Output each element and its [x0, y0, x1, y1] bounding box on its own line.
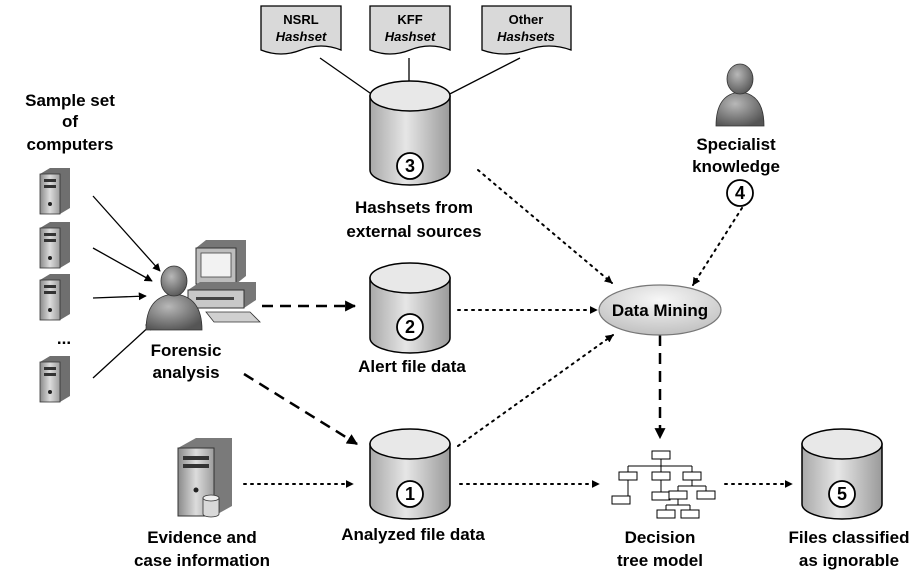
connectors [92, 57, 793, 488]
computer-tower-icon [39, 222, 70, 269]
workstation-icon [187, 240, 261, 323]
data-mining-label: Data Mining [612, 301, 708, 320]
hashset-doc-other: Other Hashsets [481, 5, 572, 55]
data-mining-node: Data Mining [598, 284, 722, 336]
arrow-other-to-db3 [437, 57, 521, 101]
kff-label: KFF [397, 12, 422, 27]
nsrl-label: NSRL [283, 12, 318, 27]
arrow-db3-to-datamining [477, 169, 613, 284]
db1-label: Analyzed file data [341, 525, 485, 544]
analyst-person-icon [145, 265, 203, 331]
db3-label-line1: Hashsets from [355, 198, 473, 217]
db5-label-line2: as ignorable [799, 551, 899, 570]
database-2: 2 [369, 262, 451, 354]
nsrl-sublabel: Hashset [276, 29, 327, 44]
db3-label-line2: external sources [346, 222, 481, 241]
db5-number-badge [828, 480, 856, 508]
sample-set-title-line3: computers [27, 135, 114, 154]
arrow-computer3-to-analyst [92, 292, 147, 301]
db3-number: 3 [405, 156, 415, 176]
sample-set-group: Sample set of computers ... [25, 91, 115, 403]
computers-ellipsis: ... [57, 329, 71, 348]
db5-number: 5 [837, 484, 847, 504]
decision-tree-label-line1: Decision [625, 528, 696, 547]
db2-label: Alert file data [358, 357, 466, 376]
specialist-label-line2: knowledge [692, 157, 780, 176]
forensic-analysis-group: Forensic analysis [145, 240, 261, 382]
evidence-server-icon [177, 438, 232, 518]
db3-number-badge [396, 152, 424, 180]
arrow-computer1-to-analyst [92, 195, 161, 272]
arrow-db1-to-datamining [457, 334, 614, 447]
decision-tree-label-line2: tree model [617, 551, 703, 570]
arrow-computer4-to-analyst [92, 322, 154, 379]
specialist-label-line1: Specialist [696, 135, 776, 154]
other-sublabel: Hashsets [497, 29, 555, 44]
arrow-computer2-to-analyst [92, 247, 153, 282]
evidence-label-line2: case information [134, 551, 270, 570]
forensic-label-line1: Forensic [151, 341, 222, 360]
hashset-doc-nsrl: NSRL Hashset [260, 5, 342, 55]
specialist-number-badge [726, 179, 754, 207]
db1-number-badge [396, 480, 424, 508]
evidence-label-line1: Evidence and [147, 528, 257, 547]
db2-number-badge [396, 313, 424, 341]
computer-tower-icon [39, 168, 70, 215]
database-1: 1 [369, 428, 451, 520]
specialist-number: 4 [735, 183, 745, 203]
db5-label-line1: Files classified [789, 528, 910, 547]
decision-tree-icon [611, 450, 716, 519]
sample-set-title-line1: Sample set [25, 91, 115, 110]
db2-number: 2 [405, 317, 415, 337]
database-3: 3 [369, 80, 451, 186]
arrow-specialist-to-datamining [692, 207, 743, 286]
computer-tower-icon [39, 356, 70, 403]
specialist-person-icon [715, 63, 765, 127]
hashset-doc-kff: KFF Hashset [369, 5, 451, 55]
db1-number: 1 [405, 484, 415, 504]
forensic-label-line2: analysis [152, 363, 219, 382]
database-5: 5 [801, 428, 883, 520]
sample-set-title-line2: of [62, 112, 78, 131]
other-label: Other [509, 12, 544, 27]
kff-sublabel: Hashset [385, 29, 436, 44]
computer-tower-icon [39, 274, 70, 321]
arrow-forensic-to-db1 [243, 372, 358, 446]
